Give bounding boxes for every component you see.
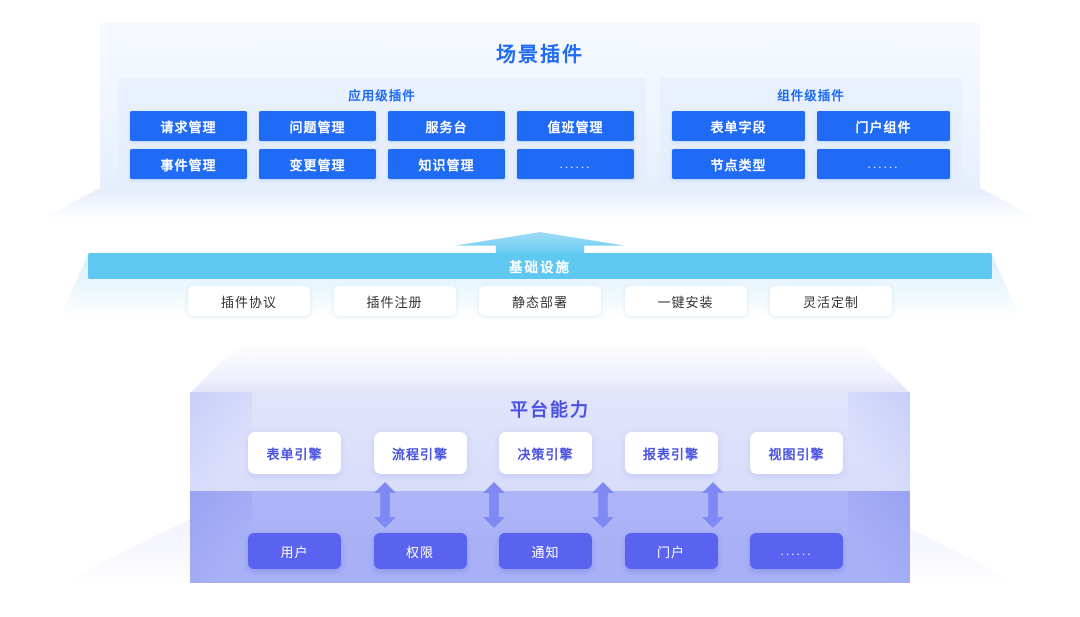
up-down-arrow-icon-1 [374,482,396,528]
plugin-chip-more-component[interactable]: ...... [817,149,950,179]
infrastructure-item-plugin-registry[interactable]: 插件注册 [333,286,456,316]
platform-top-perspective [190,343,910,393]
platform-upper-right-bevel [848,392,910,491]
plugin-chip-service-desk[interactable]: 服务台 [388,111,505,141]
component-level-plugins-panel: 组件级插件 表单字段 门户组件 节点类型 ...... [660,78,962,183]
application-level-plugins-grid: 请求管理 问题管理 服务台 值班管理 事件管理 变更管理 知识管理 ...... [130,111,634,179]
up-down-arrow-icon-2 [483,482,505,528]
up-down-arrow-icon-4 [702,482,724,528]
plugin-chip-more-application[interactable]: ...... [517,149,634,179]
engine-process[interactable]: 流程引擎 [373,432,467,474]
infrastructure-item-plugin-protocol[interactable]: 插件协议 [188,286,310,316]
infrastructure-up-arrow-icon [455,232,625,254]
platform-services: 用户 权限 通知 门户 ...... [248,533,843,569]
platform-capability-title: 平台能力 [510,400,590,420]
engine-view[interactable]: 视图引擎 [750,432,843,474]
service-user[interactable]: 用户 [248,533,341,569]
platform-engines: 表单引擎 流程引擎 决策引擎 报表引擎 视图引擎 [248,432,843,474]
plugin-chip-knowledge-management[interactable]: 知识管理 [388,149,505,179]
platform-lower-right-bevel [848,491,910,583]
platform-lower-left-bevel [190,491,252,583]
up-down-arrow-icon-3 [592,482,614,528]
infrastructure-bar: 基础设施 [88,253,992,279]
scene-plugins-groups: 应用级插件 请求管理 问题管理 服务台 值班管理 事件管理 变更管理 知识管理 … [118,78,962,183]
infrastructure-title: 基础设施 [509,260,571,275]
plugin-chip-form-field[interactable]: 表单字段 [672,111,805,141]
service-notification[interactable]: 通知 [499,533,592,569]
engine-form[interactable]: 表单引擎 [248,432,341,474]
service-portal[interactable]: 门户 [624,533,718,569]
service-more[interactable]: ...... [750,533,843,569]
scene-plugins-title: 场景插件 [496,44,584,66]
infrastructure-items: 插件协议 插件注册 静态部署 一键安装 灵活定制 [188,286,892,316]
infrastructure-item-static-deployment[interactable]: 静态部署 [479,286,601,316]
scene-plugins-base-perspective [40,188,1040,220]
application-level-plugins-title: 应用级插件 [348,89,416,103]
plugin-chip-node-type[interactable]: 节点类型 [672,149,805,179]
engine-decision[interactable]: 决策引擎 [499,432,592,474]
component-level-plugins-title: 组件级插件 [777,89,845,103]
plugin-chip-problem-management[interactable]: 问题管理 [259,111,376,141]
infrastructure-item-flexible-customization[interactable]: 灵活定制 [770,286,892,316]
plugin-chip-duty-management[interactable]: 值班管理 [517,111,634,141]
infrastructure-item-one-click-install[interactable]: 一键安装 [624,286,747,316]
service-permission[interactable]: 权限 [373,533,467,569]
platform-bidirectional-arrows [374,482,724,528]
component-level-plugins-grid: 表单字段 门户组件 节点类型 ...... [672,111,950,179]
plugin-chip-portal-component[interactable]: 门户组件 [817,111,950,141]
plugin-chip-change-management[interactable]: 变更管理 [259,149,376,179]
plugin-chip-incident-management[interactable]: 事件管理 [130,149,247,179]
platform-upper-left-bevel [190,392,252,491]
application-level-plugins-panel: 应用级插件 请求管理 问题管理 服务台 值班管理 事件管理 变更管理 知识管理 … [118,78,646,183]
plugin-chip-request-management[interactable]: 请求管理 [130,111,247,141]
engine-report[interactable]: 报表引擎 [624,432,718,474]
